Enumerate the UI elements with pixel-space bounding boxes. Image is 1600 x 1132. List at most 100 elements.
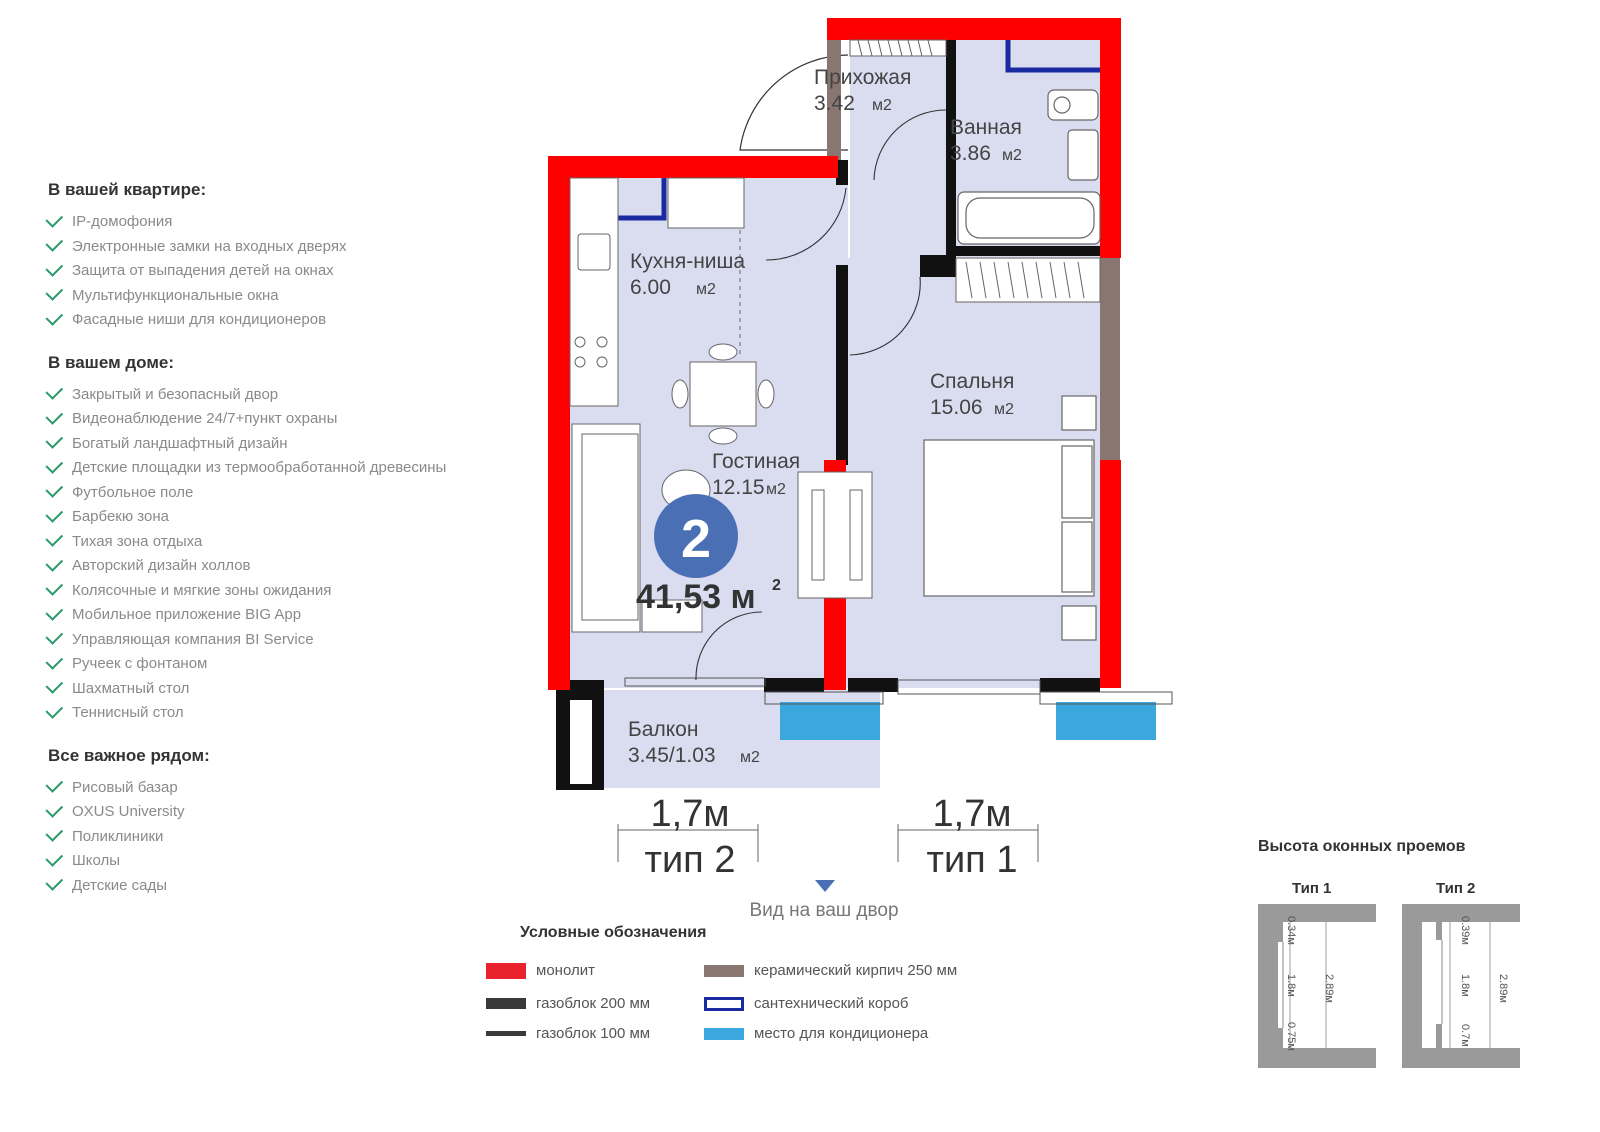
room-unit-hall: м2	[872, 97, 892, 114]
room-unit-bedroom: м2	[994, 401, 1014, 418]
feature-item: Мультифункциональные окна	[45, 283, 538, 309]
wardrobe-bedroom	[955, 257, 1101, 303]
window-width-left: 1,7м	[651, 793, 730, 835]
legend-item-gasblock-100: газоблок 100 мм	[486, 1025, 650, 1042]
feature-item: Поликлиники	[45, 824, 538, 850]
nearby-list: Рисовый базар OXUS University Поликлиник…	[45, 775, 538, 899]
type1-middle-height: 1.8м	[1285, 974, 1297, 997]
room-unit-living: м2	[766, 481, 786, 498]
room-area-bath: 3.86	[950, 142, 991, 165]
feature-item: IP-домофония	[45, 209, 538, 235]
balcony-outlines	[624, 677, 1173, 705]
window-heights-title: Высота оконных проемов	[1258, 838, 1466, 855]
feature-item: Защита от выпадения детей на окнах	[45, 258, 538, 284]
legend-item-ac: место для кондиционера	[704, 1025, 928, 1042]
room-name-bedroom: Спальня	[930, 370, 1014, 393]
feature-item: Управляющая компания BI Service	[45, 627, 538, 653]
feature-item: Авторский дизайн холлов	[45, 553, 538, 579]
room-name-kitchen: Кухня-ниша	[630, 250, 745, 273]
window-type1-diagram	[1258, 904, 1376, 1068]
feature-item: Шахматный стол	[45, 676, 538, 702]
room-name-living: Гостиная	[712, 450, 800, 473]
balcony-planter	[570, 700, 592, 784]
room-name-bath: Ванная	[950, 116, 1022, 139]
ac-places	[780, 702, 1156, 740]
legend-item-brick: керамический кирпич 250 мм	[704, 962, 957, 979]
room-area-living: 12.15	[712, 476, 765, 499]
room-unit-kitchen: м2	[696, 281, 716, 298]
legend-item-sanitary: сантехнический короб	[704, 995, 909, 1012]
window-width-right: 1,7м	[933, 793, 1012, 835]
feature-item: Футбольное поле	[45, 480, 538, 506]
type1-bottom-height: 0.75м	[1285, 1022, 1297, 1051]
feature-item: Мобильное приложение BIG App	[45, 602, 538, 628]
sofa	[571, 423, 703, 633]
total-area: 41,53 м	[636, 578, 756, 616]
type2-label: Тип 2	[1436, 880, 1476, 897]
feature-item: Барбекю зона	[45, 504, 538, 530]
legend-swatch	[486, 998, 526, 1009]
feature-item: Видеонаблюдение 24/7+пункт охраны	[45, 406, 538, 432]
legend-item-gasblock-200: газоблок 200 мм	[486, 995, 650, 1012]
feature-item: Ручеек с фонтаном	[45, 651, 538, 677]
window-type-left: тип 2	[645, 839, 736, 881]
feature-item: OXUS University	[45, 799, 538, 825]
feature-item: Богатый ландшафтный дизайн	[45, 431, 538, 457]
type2-middle-height: 1.8м	[1459, 974, 1471, 997]
view-label: Вид на ваш двор	[749, 900, 898, 921]
legend-swatch	[704, 996, 744, 1011]
apartment-features-list: IP-домофония Электронные замки на входны…	[45, 209, 538, 333]
legend-swatch	[486, 1031, 526, 1036]
room-name-balcony: Балкон	[628, 718, 698, 741]
apartment-features-title: В вашей квартире:	[48, 180, 207, 199]
type2-total-height: 2.89м	[1497, 974, 1509, 1003]
window-dim-lines	[617, 824, 1039, 862]
nearby-title: Все важное рядом:	[48, 745, 210, 765]
room-area-balcony: 3.45/1.03	[628, 744, 716, 767]
brick-walls	[827, 40, 1120, 460]
legend-swatch	[704, 1027, 744, 1040]
feature-item: Теннисный стол	[45, 700, 538, 726]
type1-top-height: 0.34м	[1285, 916, 1297, 945]
kitchen-furniture	[569, 177, 775, 445]
feature-item: Закрытый и безопасный двор	[45, 382, 538, 408]
feature-item: Тихая зона отдыха	[45, 529, 538, 555]
bed	[923, 395, 1097, 641]
interior-doors	[695, 109, 947, 681]
room-name-hall: Прихожая	[814, 66, 911, 89]
wardrobe-entry	[849, 39, 947, 57]
feature-item: Школы	[45, 848, 538, 874]
window-heights: Высота оконных проемов Тип 1 Тип 2	[1258, 838, 1538, 1078]
rooms-count: 2	[681, 509, 711, 569]
building-features-title: В вашем доме:	[48, 352, 175, 372]
legend-title: Условные обозначения	[520, 924, 707, 941]
legend-swatch	[704, 964, 744, 977]
feature-item: Фасадные ниши для кондиционеров	[45, 307, 538, 333]
room-unit-balcony: м2	[740, 749, 760, 766]
type1-total-height: 2.89м	[1323, 974, 1335, 1003]
tv-unit	[797, 471, 873, 599]
view-arrow-icon	[815, 880, 835, 892]
room-area-kitchen: 6.00	[630, 276, 671, 299]
legend-swatch	[486, 962, 526, 979]
type2-top-height: 0.39м	[1459, 916, 1471, 945]
total-area-sup: 2	[772, 577, 781, 594]
feature-item: Колясочные и мягкие зоны ожидания	[45, 578, 538, 604]
room-area-bedroom: 15.06	[930, 396, 983, 419]
feature-item: Детские площадки из термообработанной др…	[45, 455, 538, 481]
room-area-hall: 3.42	[814, 92, 855, 115]
monolith-walls	[548, 18, 1121, 690]
rooms-badge	[654, 494, 738, 578]
legend-item-monolith: монолит	[486, 962, 595, 979]
feature-item: Рисовый базар	[45, 775, 538, 801]
window-type2-diagram	[1402, 904, 1520, 1068]
type2-bottom-height: 0.7м	[1459, 1024, 1471, 1047]
features-panel: В вашей квартире: IP-домофония Электронн…	[45, 180, 538, 918]
feature-item: Электронные замки на входных дверях	[45, 234, 538, 260]
entry-door	[739, 54, 849, 151]
type1-label: Тип 1	[1292, 880, 1332, 897]
window-type-right: тип 1	[927, 839, 1018, 881]
feature-item: Детские сады	[45, 873, 538, 899]
building-features-list: Закрытый и безопасный двор Видеонаблюден…	[45, 382, 538, 726]
